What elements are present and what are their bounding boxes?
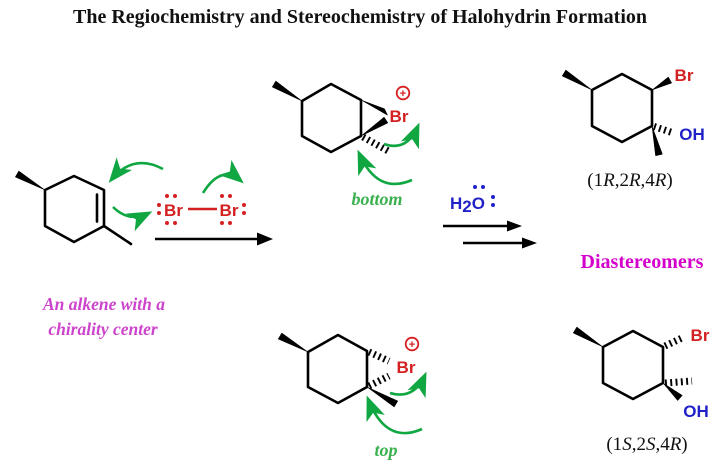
cyclohexane-ring: [601, 329, 665, 401]
plus-charge-icon: +: [404, 336, 420, 352]
attack-direction-label: bottom: [351, 189, 402, 209]
reactant-caption-line1: An alkene with a: [42, 294, 165, 314]
stereo-label: (1S,2S,4R): [606, 434, 687, 455]
plus-charge-icon: +: [395, 85, 411, 101]
lone-pair-dots: [473, 185, 495, 207]
cyclohexane-ring: [300, 82, 363, 154]
hashed-bond-br-upper: [367, 348, 391, 365]
hashed-bond-oh: [652, 123, 674, 136]
curved-arrow-br-to-alkene: [108, 157, 164, 183]
twin-reaction-arrows: [443, 220, 537, 249]
svg-text:+: +: [409, 339, 415, 351]
curved-arrow-cbr-bond: [389, 371, 427, 399]
product-top: Br OH (1R,2R,4R): [561, 66, 705, 191]
reaction-arrow-main: [155, 232, 273, 246]
product-bottom: Br OH (1S,2S,4R): [572, 326, 710, 455]
methyl-bond: [102, 224, 133, 246]
curved-arrow-pi-to-br: [112, 206, 153, 232]
hashed-bond-methyl: [664, 377, 693, 387]
wedge-bond-methyl: [271, 80, 303, 102]
curved-arrow-brbr-bond: [201, 159, 244, 194]
intermediate-bromonium-top: Br + bottom: [271, 80, 420, 209]
wedge-bond-methyl: [561, 69, 593, 91]
cyclohexane-ring: [306, 333, 369, 405]
bromonium-wedge-lower: [360, 116, 389, 137]
br-atom: Br: [675, 66, 694, 85]
svg-text:+: +: [400, 88, 406, 100]
br-atom-right: Br: [220, 201, 239, 220]
curved-arrow-cbr-bond: [383, 122, 420, 150]
wedge-bond-methyl: [14, 170, 46, 191]
br-atom: Br: [397, 358, 416, 377]
reactant-caption-line2: chirality center: [48, 319, 158, 339]
oh-group: OH: [683, 402, 709, 421]
hashed-bond-br: [663, 333, 686, 350]
page-title: The Regiochemistry and Stereochemistry o…: [72, 6, 647, 28]
wedge-bond-br: [651, 76, 673, 91]
reactant-alkene: [14, 170, 133, 246]
attack-direction-label: top: [374, 440, 397, 460]
oh-group: OH: [679, 125, 705, 144]
cyclohexene-ring: [43, 174, 106, 244]
water-reagent: H2O: [450, 185, 495, 216]
wedge-bond-methyl-c1: [366, 386, 399, 408]
br-atom: Br: [390, 107, 409, 126]
intermediate-bromonium-bottom: Br + top: [277, 332, 427, 460]
cyclohexane-ring: [590, 72, 654, 144]
hashed-bond-br-lower: [367, 372, 391, 390]
stereo-label: (1R,2R,4R): [587, 170, 672, 191]
mechanism-arrows-reactant: [108, 157, 244, 232]
br-atom-left: Br: [164, 201, 183, 220]
wedge-bond-oh: [662, 382, 683, 401]
lone-pair-dots: [157, 194, 246, 225]
curved-arrow-attack: [366, 395, 423, 435]
wedge-bond-methyl-c1: [651, 125, 663, 157]
wedge-bond-methyl: [277, 332, 309, 353]
diastereomers-label: Diastereomers: [581, 251, 704, 273]
wedge-bond-methyl: [572, 326, 604, 348]
h2o-formula: H2O: [450, 194, 485, 216]
bromine-reagent: Br Br: [157, 194, 246, 225]
curved-arrow-attack: [357, 149, 413, 186]
br-atom: Br: [691, 326, 710, 345]
bromonium-wedge-upper: [360, 99, 389, 116]
